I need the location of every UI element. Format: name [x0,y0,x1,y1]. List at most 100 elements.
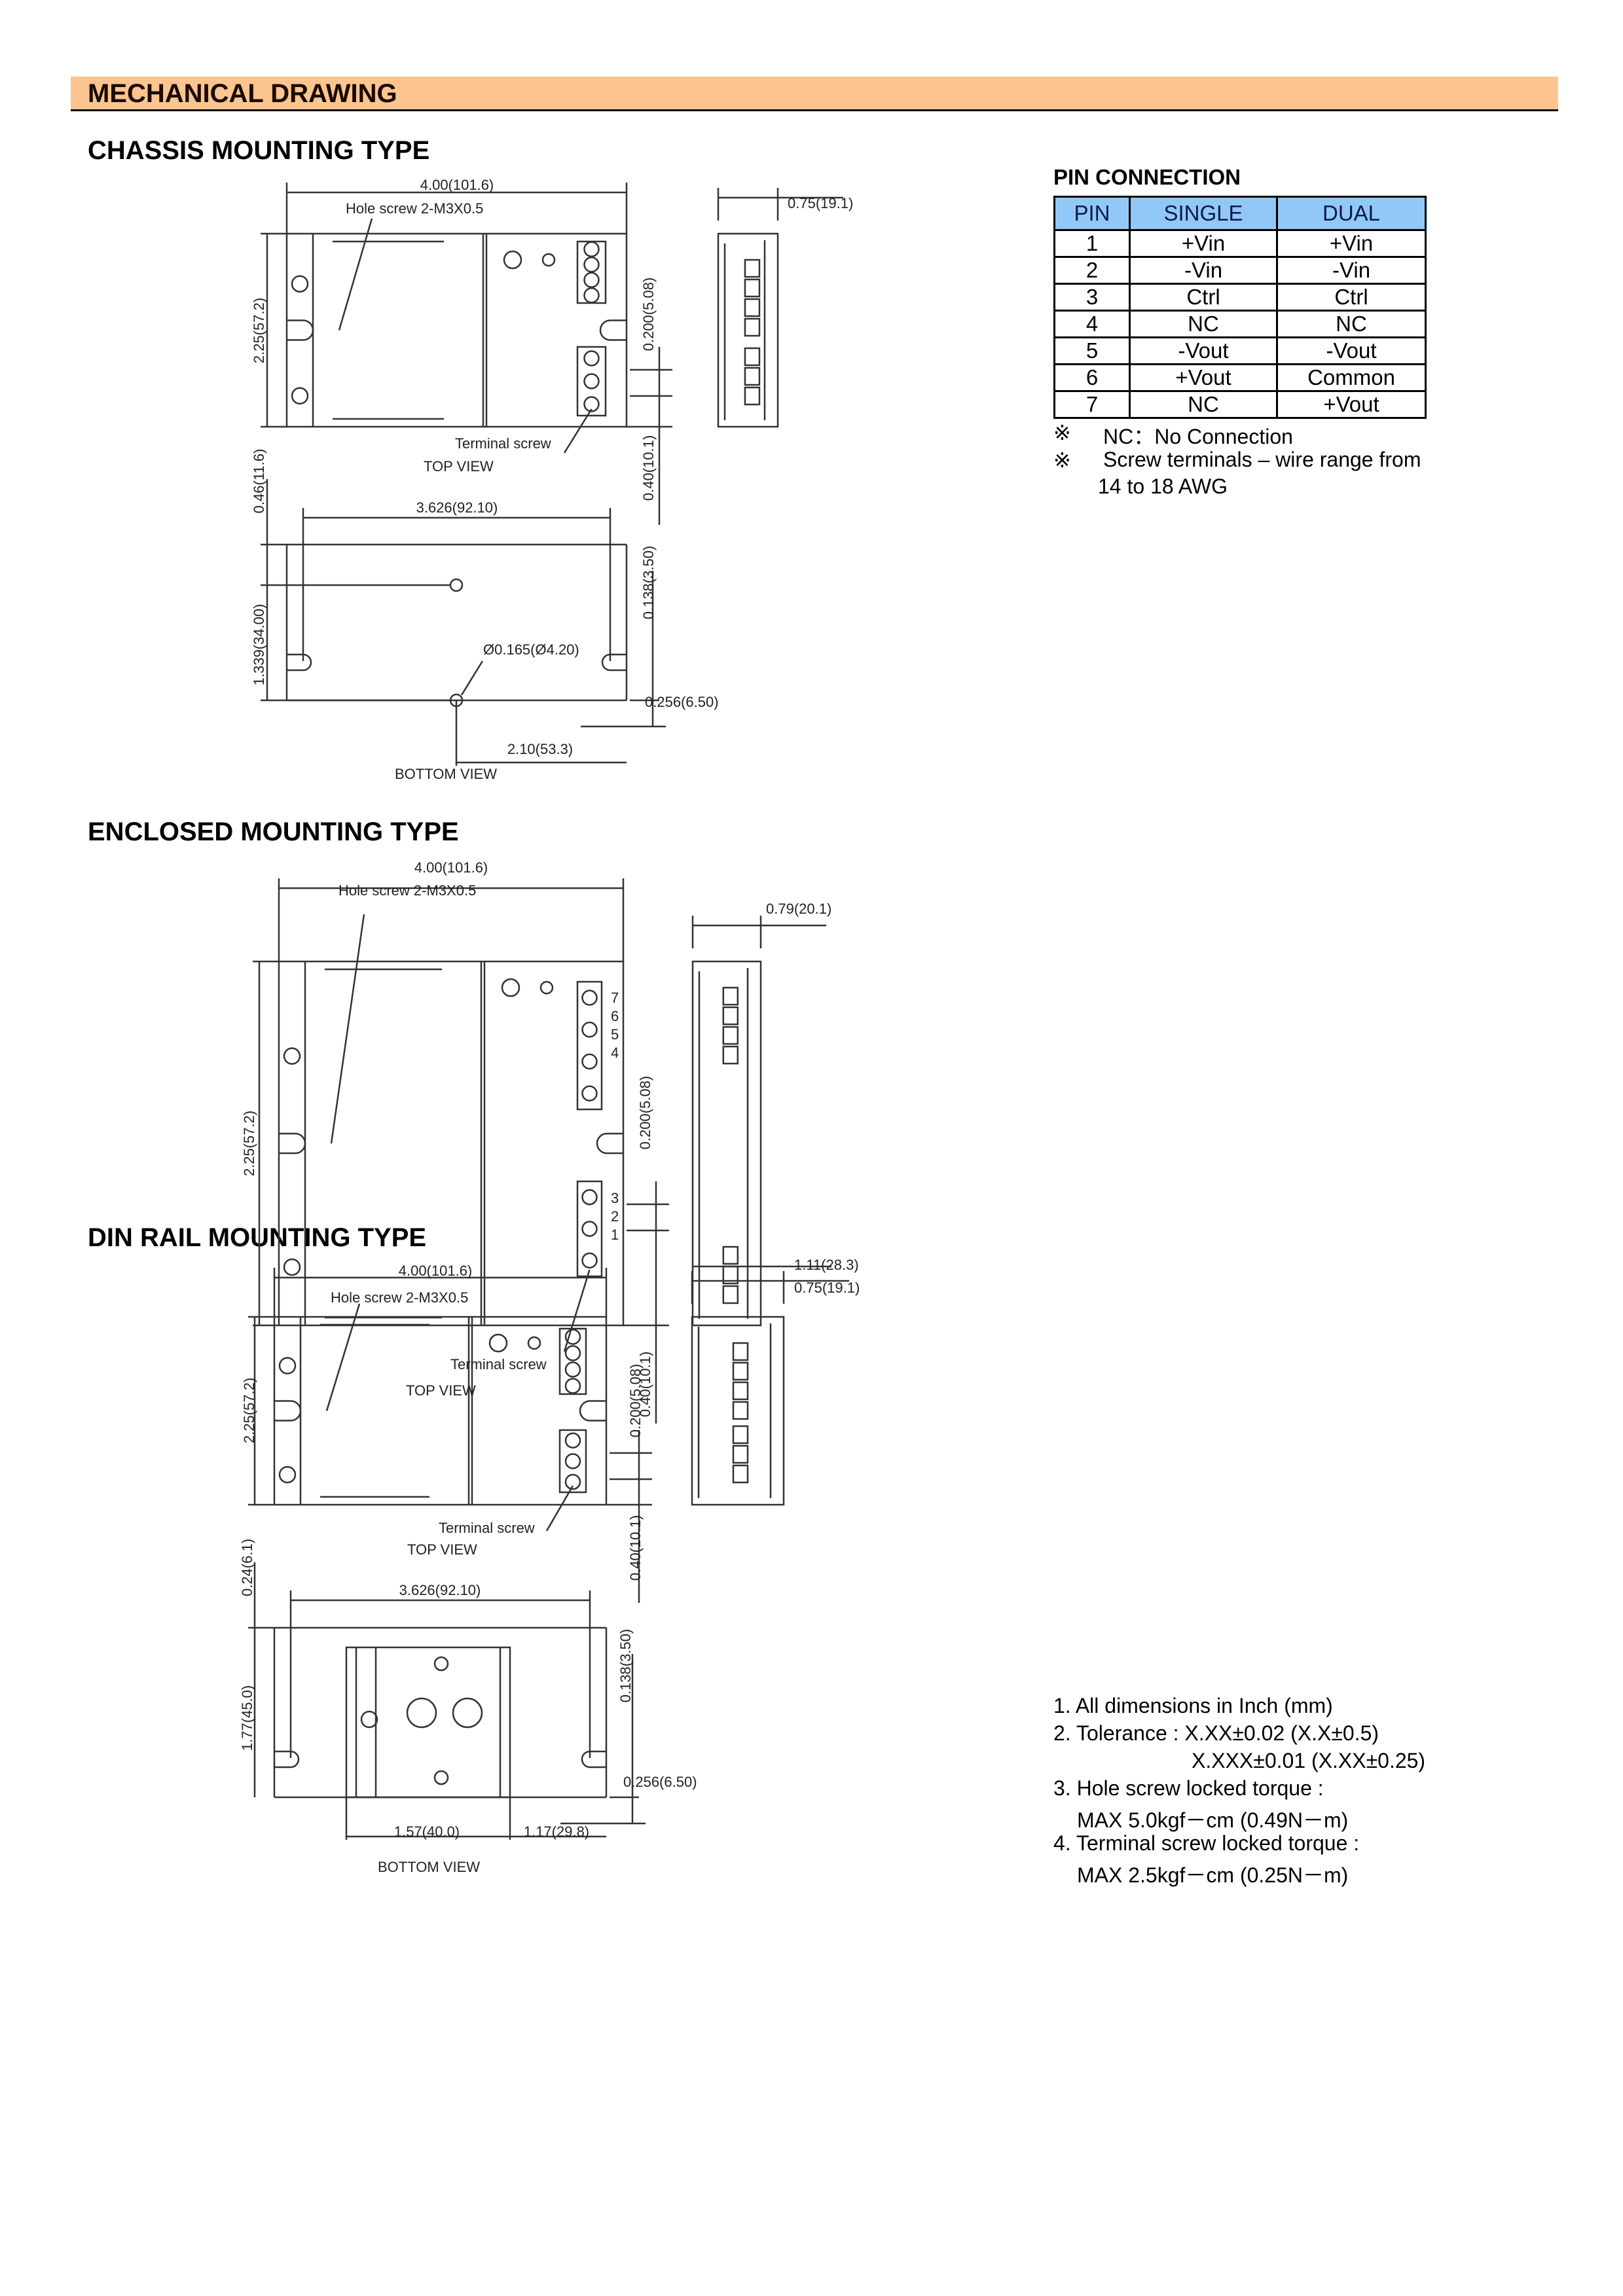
general-note: 4. Terminal screw locked torque : [1053,1831,1360,1855]
terminal-block [744,347,761,367]
screw-icon [278,1357,297,1374]
cell: Common [1276,363,1427,392]
mounting-notch [601,653,627,672]
cell: Ctrl [1129,283,1278,312]
pin-number: 2 [611,1208,619,1225]
dim-hole-span: 3.626(92.10) [399,1582,481,1598]
cell: -Vout [1129,336,1278,365]
cell: -Vin [1129,256,1278,285]
general-note: MAX 2.5kgf－cm (0.25N－m) [1077,1863,1349,1887]
leader-line [325,1303,361,1411]
dim-slot-offset: 0.138(3.50) [617,1629,634,1703]
hole-screw-label: Hole screw 2-M3X0.5 [338,882,476,899]
terminal-block [722,1285,739,1304]
screw-icon [452,1697,483,1729]
dim-pitch: 0.200(5.08) [640,278,657,351]
terminal-screw-icon [581,1085,598,1102]
cell: +Vout [1129,363,1278,392]
screw-icon [501,978,520,997]
screw-icon [503,250,522,270]
hole-icon [541,253,556,267]
terminal-screw-label: Terminal screw [455,435,551,452]
module-side-outline [691,1316,785,1506]
dim-bottom-top-offset: 0.46(11.6) [251,449,267,514]
screw-icon [283,1047,301,1065]
cell: -Vout [1276,336,1427,365]
terminal-screw-icon [583,396,600,412]
terminal-screw-icon [564,1473,581,1490]
dim-rail-pos: 1.57(40.0) [394,1823,460,1840]
dim-slot-offset: 0.138(3.50) [640,546,657,620]
terminal-block [576,980,603,1111]
dim-term-offset: 0.40(10.1) [640,435,657,501]
terminal-block [744,367,761,386]
general-note: X.XXX±0.01 (X.XX±0.25) [1192,1749,1426,1772]
mounting-notch [279,1132,306,1155]
leader-line [563,408,593,454]
terminal-block [576,1180,603,1278]
mounting-notch [287,653,312,672]
terminal-block [558,1327,587,1395]
module-top-outline [273,1316,608,1506]
dim-term-offset: 0.40(10.1) [637,1352,653,1417]
terminal-block [732,1444,749,1464]
general-note: 1. All dimensions in Inch (mm) [1053,1694,1333,1717]
dim-depth: 0.75(19.1) [794,1280,860,1296]
cell: 4 [1053,310,1131,338]
dim-term-offset: 0.40(10.1) [627,1515,644,1581]
terminal-block [732,1361,749,1381]
din-rail-clip [345,1646,511,1799]
note-mark-icon: ※ [1053,421,1071,444]
terminal-block [744,259,761,278]
cell: 6 [1053,363,1131,392]
terminal-block [722,1045,739,1065]
cell: NC [1129,390,1278,419]
cell: -Vin [1276,256,1427,285]
terminal-screw-icon [581,1053,598,1070]
note-nc: NC：No Connection [1103,425,1293,448]
cell: 3 [1053,283,1131,312]
dim-height: 2.25(57.2) [241,1378,257,1443]
terminal-screw-label: Terminal screw [450,1356,547,1372]
hole-icon [539,980,554,995]
terminal-screw-label: Terminal screw [439,1520,535,1536]
screw-icon [291,275,309,293]
screw-icon [433,1656,449,1672]
cell: 1 [1053,229,1131,258]
hole-screw-label: Hole screw 2-M3X0.5 [331,1289,468,1306]
cell: 5 [1053,336,1131,365]
cell: +Vin [1129,229,1278,258]
bottom-view-label: BOTTOM VIEW [395,766,497,782]
terminal-screw-icon [564,1378,581,1394]
terminal-screw-icon [564,1453,581,1469]
dim-width: 4.00(101.6) [420,177,494,193]
screw-icon [488,1333,508,1353]
mounting-notch [287,319,314,341]
general-note: MAX 5.0kgf－cm (0.49N－m) [1077,1808,1349,1832]
pin-number: 1 [611,1227,619,1243]
cell: Ctrl [1276,283,1427,312]
general-note: 3. Hole screw locked torque : [1053,1776,1324,1800]
din-title: DIN RAIL MOUNTING TYPE [88,1223,427,1252]
leader-line [563,1269,591,1352]
section-header-bar: MECHANICAL DRAWING [71,77,1558,111]
dim-width: 4.00(101.6) [399,1263,473,1279]
mounting-notch [581,1750,606,1768]
column-header: SINGLE [1129,196,1278,231]
module-top-outline [285,232,628,428]
enclosed-title: ENCLOSED MOUNTING TYPE [88,817,459,846]
screw-icon [283,1258,301,1276]
table-row: 5-Vout-Vout [1053,336,1427,365]
pin-number: 5 [611,1026,619,1043]
terminal-block [744,386,761,406]
cell: +Vout [1276,390,1427,419]
dim-height: 2.25(57.2) [241,1111,257,1176]
mounting-notch [596,1132,623,1155]
terminal-screw-icon [564,1345,581,1361]
terminal-screw-icon [581,1221,598,1237]
terminal-screw-icon [581,990,598,1006]
top-view-label: TOP VIEW [406,1382,476,1399]
dim-depth-total: 1.11(28.3) [794,1257,859,1273]
mounting-notch [579,1400,606,1422]
